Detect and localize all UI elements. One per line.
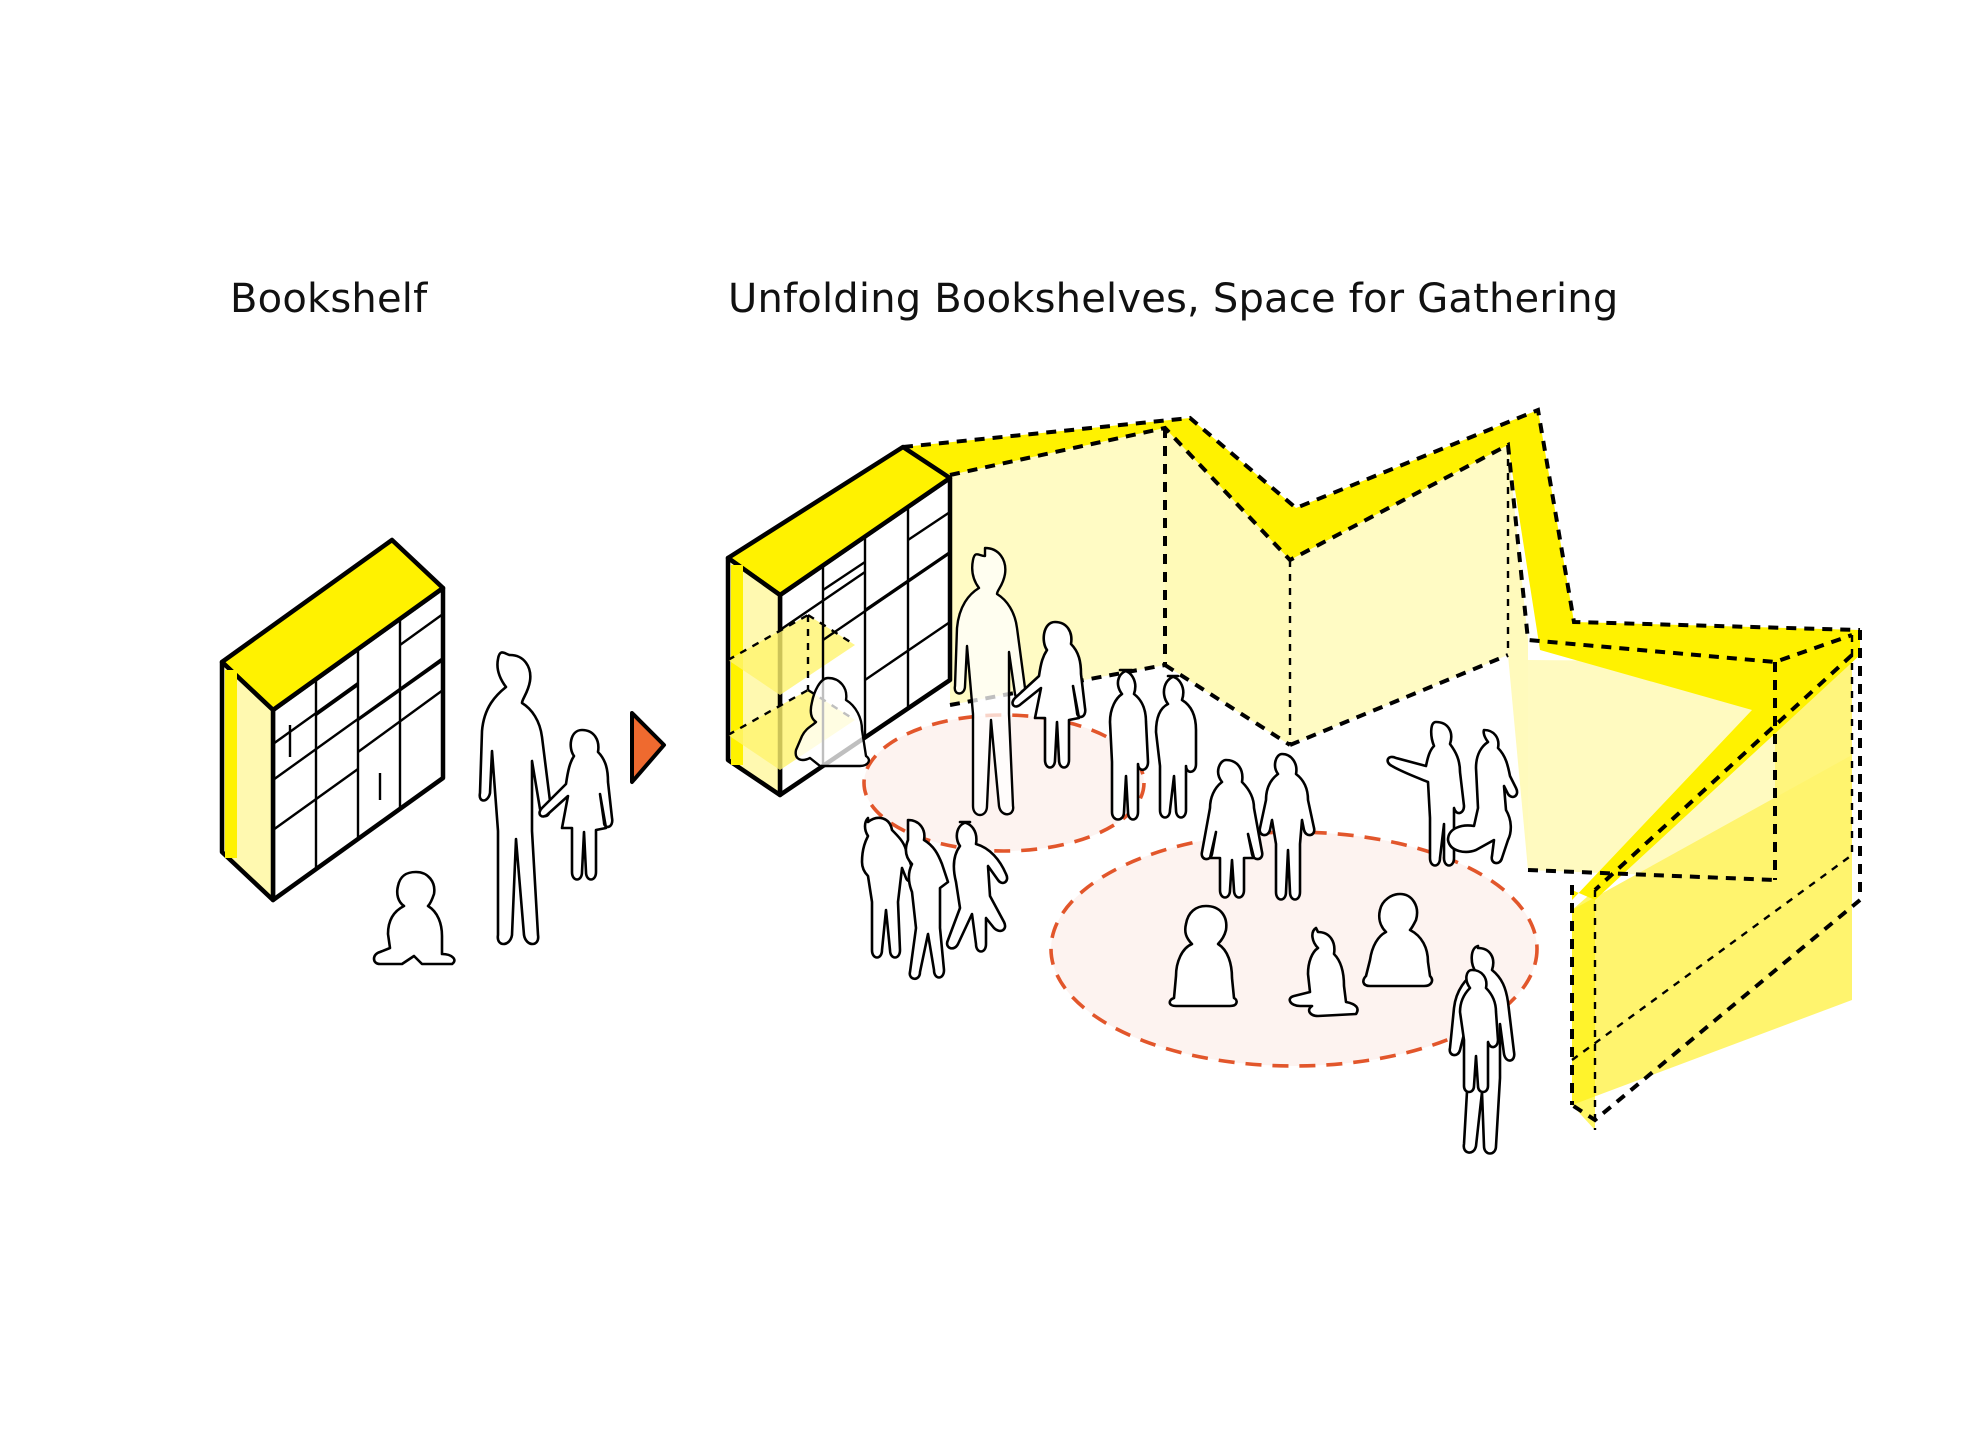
children-group-left (860, 816, 1009, 981)
bookshelf-open-dividers (727, 508, 951, 766)
child-sitting-in-shelf (794, 676, 871, 768)
unfolding-wall (902, 407, 1862, 1130)
child-silhouette-left (538, 728, 614, 881)
children-sitting-group (1168, 892, 1434, 1018)
unfolding-bookshelves-caption: Unfolding Bookshelves, Space for Gatheri… (728, 276, 1619, 322)
children-right-group (1386, 720, 1519, 867)
bookshelf-closed (219, 537, 446, 903)
adult-child-pair-right (953, 546, 1087, 817)
children-pair-center (1108, 668, 1198, 821)
children-center-standing (1200, 752, 1316, 901)
adult-silhouette-left (478, 651, 552, 946)
right-pointing-triangle-icon (630, 711, 666, 784)
bookshelf-closed-dividers (272, 613, 444, 869)
bookshelf-caption: Bookshelf (230, 276, 428, 322)
sitting-child-silhouette-left (372, 870, 456, 966)
adult-child-pair-walking (1448, 944, 1516, 1155)
